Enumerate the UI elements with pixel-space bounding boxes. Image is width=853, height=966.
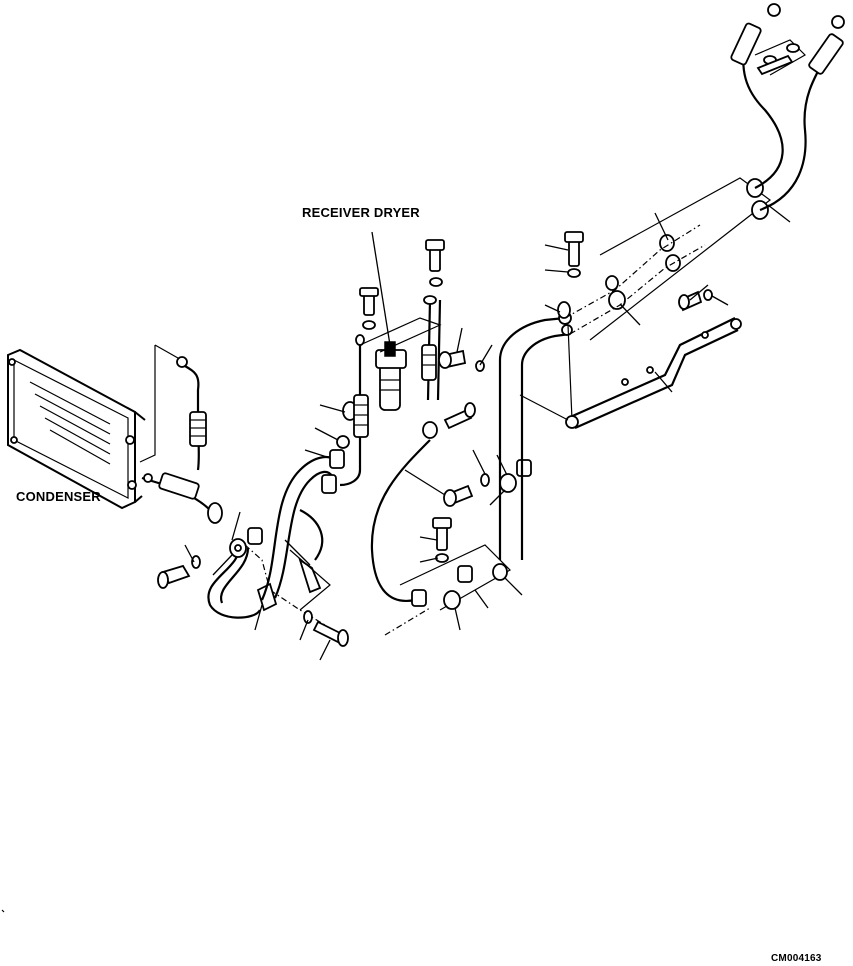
condenser-lower-hose — [141, 472, 261, 619]
receiver-dryer — [371, 231, 407, 411]
condenser-unit — [7, 348, 146, 510]
middle-bolt-group — [438, 349, 532, 507]
condenser-upper-hose — [139, 344, 207, 471]
receiver-dryer-label: RECEIVER DRYER — [302, 205, 420, 220]
liquid-line-pipe — [519, 317, 742, 430]
condenser-clamp-group — [157, 527, 263, 589]
stray-mark — [1, 909, 5, 913]
receiver-outlet-hose — [260, 401, 358, 611]
figure-code-label: CM004163 — [771, 953, 822, 964]
upper-bracket-group — [557, 177, 771, 341]
receiver-inlet-hose — [421, 239, 476, 439]
lower-clamp-bolt-group — [244, 544, 349, 647]
part-leader-lines — [184, 204, 791, 661]
receiver-bracket — [339, 287, 442, 487]
main-suction-pipe — [498, 311, 573, 470]
upper-right-hoses — [730, 3, 845, 212]
condenser-label: CONDENSER — [16, 489, 101, 504]
